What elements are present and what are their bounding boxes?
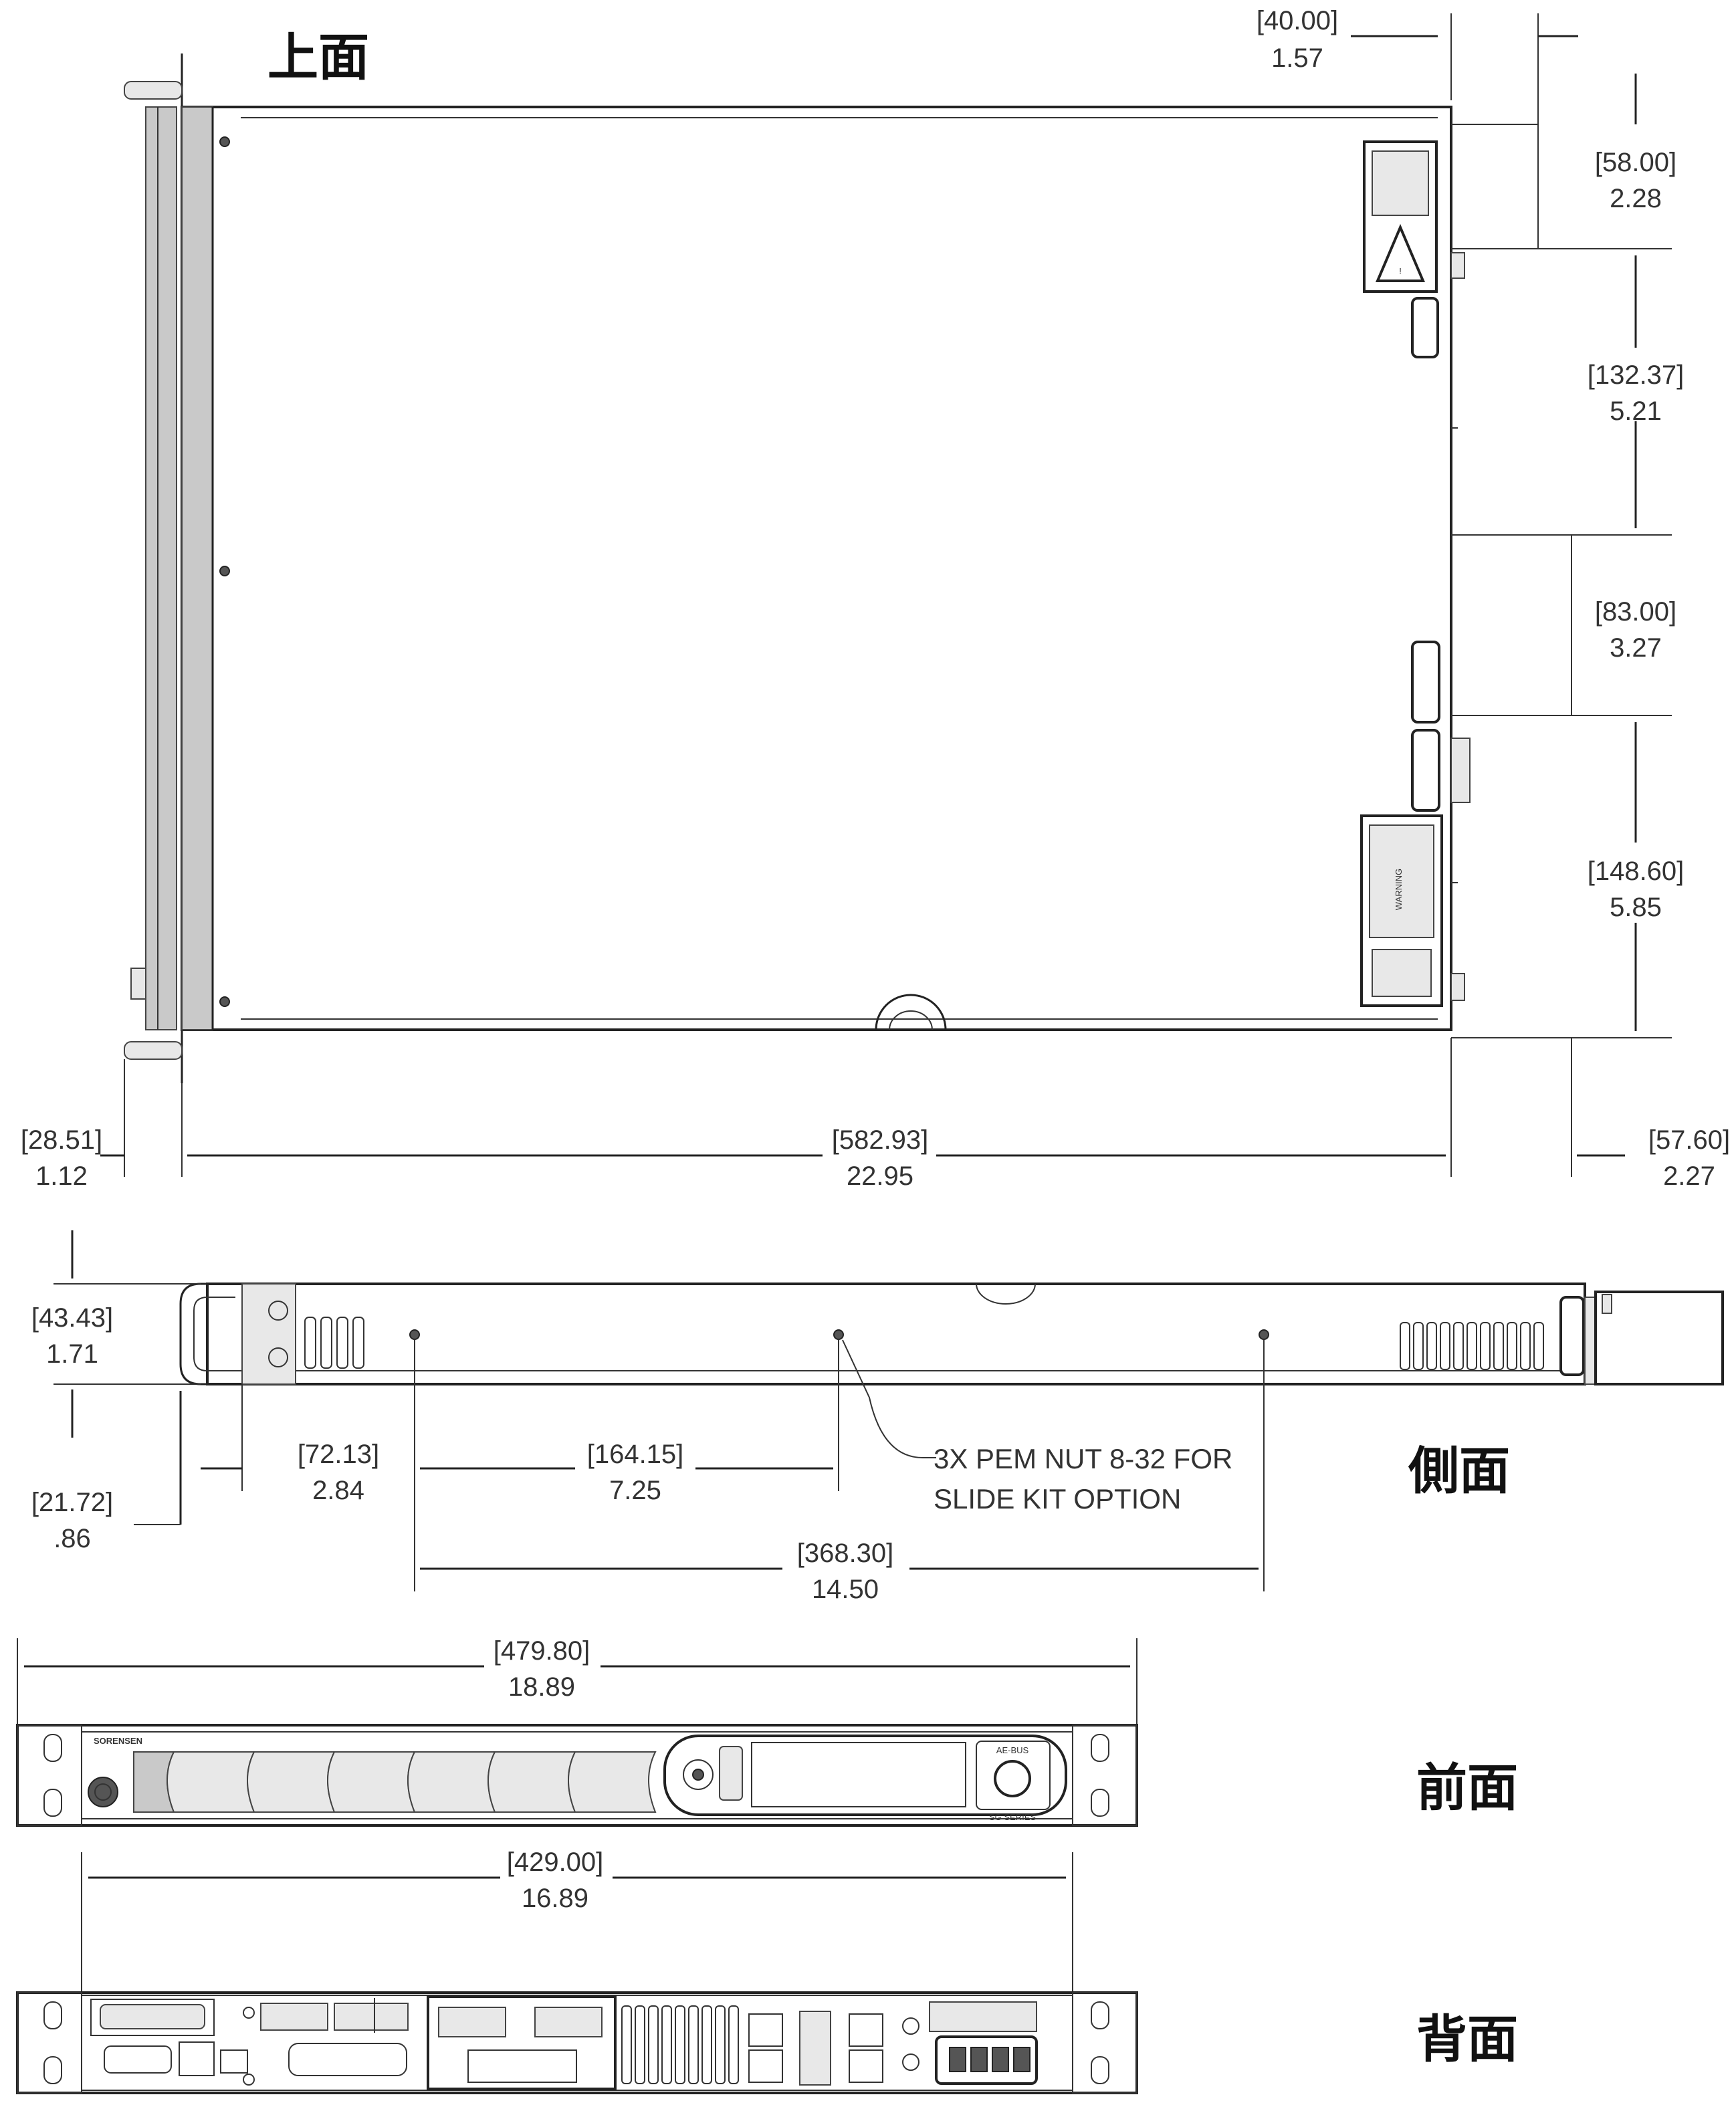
dim-top-depth-ext: [40.00] 1.57 (1257, 6, 1578, 124)
dim-side-first-hole: [72.13] 2.84 (201, 1440, 379, 1505)
front-brand-logo: SORENSEN (94, 1736, 142, 1746)
dim-top-length: [582.93] 22.95 (187, 1125, 1446, 1191)
svg-text:[132.37]: [132.37] (1588, 360, 1685, 390)
svg-text:5.85: 5.85 (1610, 893, 1662, 922)
dim-rear-width: [429.00] 16.89 (88, 1848, 1066, 1913)
svg-text:SLIDE KIT OPTION: SLIDE KIT OPTION (934, 1483, 1181, 1515)
svg-text:[368.30]: [368.30] (797, 1539, 894, 1568)
side-view-rear-vents (1400, 1322, 1544, 1370)
front-model-label: SG SERIES (989, 1812, 1036, 1822)
dim-top-handle: [28.51] 1.12 (21, 1125, 124, 1191)
svg-text:3.27: 3.27 (1610, 633, 1662, 663)
rear-usb-port (220, 2049, 248, 2074)
top-view-chassis (181, 106, 1452, 1031)
rear-view: 背面 [429.00] 16.89 (16, 1848, 1518, 2094)
top-view: 上面 ! (21, 6, 1730, 1191)
rear-view-title: 背面 (1416, 2009, 1518, 2069)
front-fan-louvers (133, 1751, 657, 1813)
rear-interface-connectors (90, 1998, 409, 2086)
rear-rj-port-2 (748, 2049, 783, 2083)
svg-text:[43.43]: [43.43] (31, 1303, 113, 1333)
svg-text:2.84: 2.84 (312, 1476, 364, 1505)
top-view-front-handle (124, 53, 183, 1083)
svg-text:[58.00]: [58.00] (1595, 148, 1676, 177)
top-view-small-label-2 (1411, 641, 1440, 723)
front-view: 前面 [479.80] 18.89 SORENSEN (16, 1636, 1518, 1827)
dim-top-rear-ext: [57.60] 2.27 (1577, 1125, 1730, 1191)
svg-text:5.21: 5.21 (1610, 397, 1662, 426)
dim-side-hole-pitch: [164.15] 7.25 (420, 1440, 833, 1505)
rear-db25-connector (288, 2043, 407, 2076)
rear-lan-port (179, 2041, 215, 2076)
svg-text:[83.00]: [83.00] (1595, 597, 1676, 627)
pem-nut-3 (1259, 1329, 1269, 1340)
svg-text:[148.60]: [148.60] (1588, 857, 1685, 886)
side-view-chassis (206, 1283, 1586, 1385)
front-button-label: AE-BUS (996, 1745, 1029, 1755)
svg-text:[21.72]: [21.72] (31, 1488, 113, 1517)
top-view-warning-label-lower: WARNING (1360, 814, 1443, 1007)
rear-vents (621, 2005, 739, 2084)
side-view-title: 側面 (1408, 1441, 1510, 1500)
svg-text:1.71: 1.71 (46, 1339, 98, 1369)
dim-top-rear-148: [148.60] 5.85 (1588, 722, 1685, 1031)
side-view-rear-extension (1594, 1291, 1724, 1385)
rear-ac-input (929, 2001, 1038, 2085)
top-view-lid-notch (875, 994, 947, 1030)
pem-nut-1 (409, 1329, 420, 1340)
dim-top-rear-83: [83.00] 3.27 (1595, 597, 1676, 663)
pem-nut-note: 3X PEM NUT 8-32 FOR SLIDE KIT OPTION (842, 1339, 1232, 1515)
svg-text:14.50: 14.50 (812, 1575, 879, 1604)
top-view-title: 上面 (267, 27, 369, 87)
rear-rj-port-3 (849, 2013, 883, 2047)
svg-text:.86: .86 (53, 1524, 91, 1553)
svg-text:3X PEM NUT 8-32 FOR: 3X PEM NUT 8-32 FOR (934, 1443, 1232, 1474)
svg-text:[429.00]: [429.00] (507, 1848, 604, 1877)
front-control-knob (994, 1760, 1031, 1797)
dim-side-hole-span: [368.30] 14.50 (420, 1539, 1259, 1604)
svg-text:[28.51]: [28.51] (21, 1125, 102, 1155)
rear-rj-port-1 (748, 2013, 783, 2047)
svg-text:22.95: 22.95 (847, 1161, 913, 1191)
top-view-small-label-3 (1411, 729, 1440, 812)
svg-text:[57.60]: [57.60] (1648, 1125, 1730, 1155)
svg-text:[479.80]: [479.80] (494, 1636, 590, 1666)
side-view-handle (179, 1283, 242, 1385)
side-view-front-vents (304, 1317, 364, 1369)
dim-front-width: [479.80] 18.89 (24, 1636, 1130, 1702)
svg-text:2.28: 2.28 (1610, 184, 1662, 213)
svg-text:[582.93]: [582.93] (832, 1125, 929, 1155)
svg-text:1.12: 1.12 (35, 1161, 88, 1191)
top-view-warning-label-upper: ! (1363, 140, 1438, 293)
svg-text:[40.00]: [40.00] (1257, 6, 1338, 35)
svg-text:!: ! (1399, 266, 1402, 276)
front-display-screen (751, 1742, 966, 1807)
dim-top-rear-132: [132.37] 5.21 (1588, 255, 1685, 528)
rear-rj-port-4 (849, 2049, 883, 2083)
svg-text:2.27: 2.27 (1663, 1161, 1715, 1191)
top-view-small-label-1 (1411, 297, 1439, 358)
rear-db9-connector (104, 2045, 172, 2074)
svg-text:16.89: 16.89 (522, 1884, 588, 1913)
warning-label-text: WARNING (1394, 869, 1404, 910)
svg-text:7.25: 7.25 (609, 1476, 661, 1505)
pem-nut-2 (833, 1329, 844, 1340)
svg-text:[164.15]: [164.15] (587, 1440, 684, 1469)
side-view: 側面 (31, 1230, 1724, 1604)
front-view-title: 前面 (1416, 1758, 1518, 1817)
svg-text:18.89: 18.89 (508, 1672, 575, 1702)
dim-top-rear-58: [58.00] 2.28 (1595, 74, 1676, 213)
front-power-knob (88, 1777, 118, 1807)
rear-output-terminals (427, 1995, 617, 2090)
dim-side-height: [43.43] 1.71 (31, 1230, 113, 1438)
svg-text:[72.13]: [72.13] (298, 1440, 379, 1469)
dim-side-offset: [21.72] .86 (31, 1391, 182, 1553)
svg-text:1.57: 1.57 (1271, 43, 1323, 73)
